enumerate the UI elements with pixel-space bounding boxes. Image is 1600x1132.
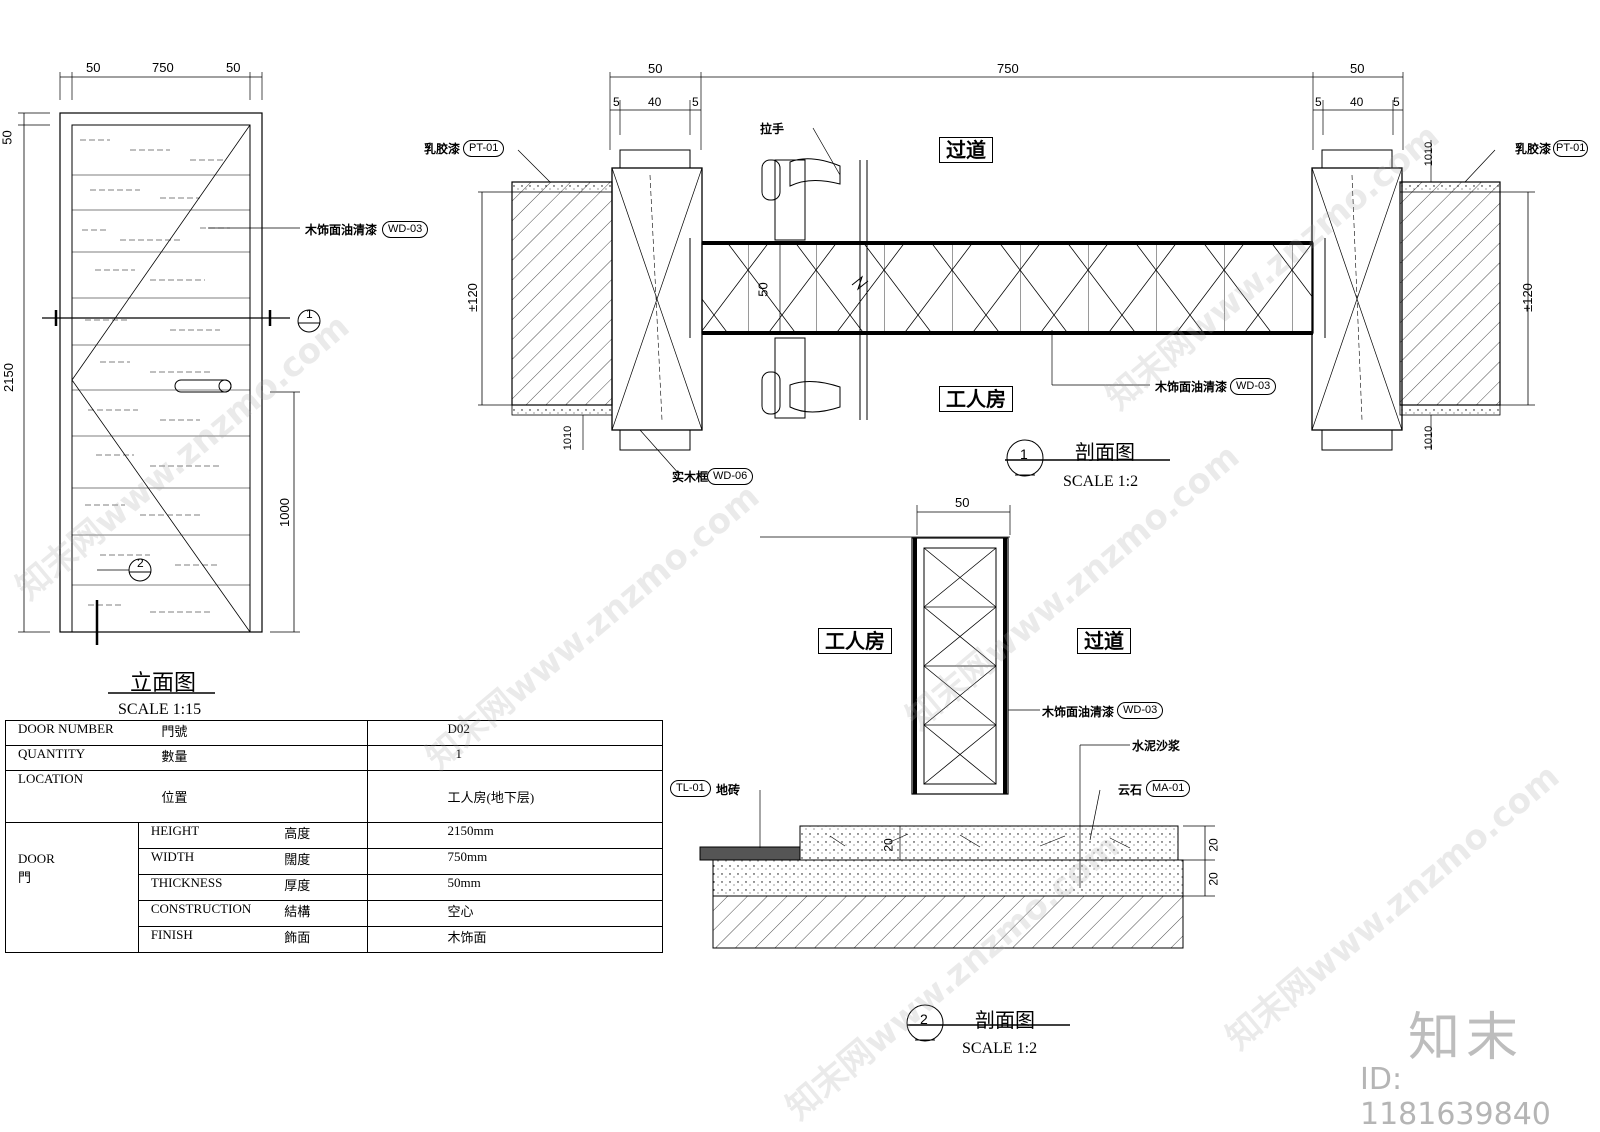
s1-paint-code-left: PT-01	[463, 140, 505, 157]
s1-dim-skin-right-bottom: 1010	[1423, 425, 1436, 451]
spec-location-cn: 位置	[138, 770, 368, 823]
s2-title: 剖面图	[975, 1008, 1035, 1032]
spec-row-cn: 高度	[272, 822, 368, 849]
elev-section-marker-1: 1	[306, 307, 313, 321]
spec-row-val: 2150mm	[366, 822, 664, 849]
s1-finish-code: WD-03	[1230, 378, 1277, 395]
s1-title: 剖面图	[1075, 440, 1135, 464]
spec-location-en: LOCATION	[5, 770, 139, 823]
elev-dim-left: 50	[86, 60, 101, 75]
spec-row-en: CONSTRUCTION	[137, 900, 273, 927]
spec-row-en: FINISH	[137, 926, 273, 953]
spec-quantity-cn: 數量	[138, 745, 368, 771]
s1-dim-sub-left-b: 40	[648, 95, 662, 109]
spec-row-val: 木饰面	[366, 926, 664, 953]
s1-dim-sub-right-a: 5	[1315, 95, 1322, 109]
s2-room-corridor: 过道	[1077, 628, 1131, 654]
elevation-drawing	[18, 72, 321, 694]
s1-paint-label-right: 乳胶漆	[1515, 142, 1552, 156]
spec-door-number-cn: 門號	[138, 720, 368, 746]
s2-dim-20-upper: 20	[1206, 838, 1221, 852]
spec-row-val: 空心	[366, 900, 664, 927]
s1-handle-label: 拉手	[760, 122, 785, 136]
s1-section-marker: 1	[1020, 446, 1028, 462]
s1-dim-sub-left-c: 5	[692, 95, 699, 109]
s2-dim-20-lower: 20	[1206, 872, 1221, 886]
s2-stone-code: MA-01	[1146, 780, 1191, 797]
s2-section-marker: 2	[920, 1011, 928, 1027]
s1-frame-code: WD-06	[707, 468, 754, 485]
spec-quantity-en: QUANTITY	[5, 745, 139, 771]
s2-dim-top: 50	[955, 495, 970, 510]
section1-drawing	[478, 72, 1535, 477]
elev-dim-handle: 1000	[276, 498, 292, 527]
spec-row-cn: 結構	[272, 900, 368, 927]
s2-stone-label: 云石	[1118, 783, 1143, 797]
s1-dim-wall-right: ±120	[1519, 283, 1535, 312]
elev-dim-top-small: 50	[0, 130, 15, 145]
elevation-title: 立面图	[130, 671, 197, 696]
spec-door-number-en: DOOR NUMBER	[5, 720, 139, 746]
s2-mortar-label: 水泥沙浆	[1132, 739, 1181, 753]
elev-dim-height: 2150	[0, 363, 16, 392]
s1-dim-sub-right-c: 5	[1393, 95, 1400, 109]
s1-dim-width: 750	[997, 61, 1019, 76]
elev-section-marker-2: 2	[137, 556, 144, 570]
elev-dim-width: 750	[152, 60, 174, 75]
spec-quantity-val: 1	[366, 745, 664, 771]
elevation-scale: SCALE 1:15	[118, 701, 202, 718]
s1-dim-skin-left: 1010	[562, 425, 575, 451]
door-spec-table: DOOR NUMBER 門號 D02 QUANTITY 數量 1 LOCATIO…	[5, 720, 664, 953]
s1-dim-leaf: 50	[755, 282, 771, 297]
elev-dim-right: 50	[226, 60, 241, 75]
s2-tile-label: 地砖	[716, 783, 741, 797]
section2-drawing	[699, 505, 1215, 1042]
s1-room-workers: 工人房	[939, 386, 1013, 412]
s1-dim-right: 50	[1350, 61, 1365, 76]
s1-paint-code-right: PT-01	[1553, 140, 1589, 157]
s1-dim-sub-right-b: 40	[1350, 95, 1364, 109]
spec-row-cn: 飾面	[272, 926, 368, 953]
spec-row-en: THICKNESS	[137, 874, 273, 901]
s1-frame-label: 实木框	[672, 470, 709, 484]
s1-dim-left: 50	[648, 61, 663, 76]
spec-row-val: 750mm	[366, 848, 664, 875]
s1-dim-wall-left: ±120	[464, 283, 480, 312]
spec-row-en: HEIGHT	[137, 822, 273, 849]
s1-room-corridor: 过道	[939, 137, 993, 163]
spec-row-en: WIDTH	[137, 848, 273, 875]
spec-row-cn: 厚度	[272, 874, 368, 901]
spec-door-number-val: D02	[366, 720, 664, 746]
elev-finish-code: WD-03	[382, 221, 429, 238]
spec-door-cn: 門	[18, 870, 32, 885]
s1-scale: SCALE 1:2	[1063, 473, 1139, 490]
spec-row-cn: 闊度	[272, 848, 368, 875]
s2-scale: SCALE 1:2	[962, 1040, 1038, 1057]
s2-tile-code: TL-01	[670, 780, 711, 797]
s1-paint-label-left: 乳胶漆	[424, 142, 461, 156]
s2-finish-code: WD-03	[1117, 702, 1164, 719]
s1-finish-label: 木饰面油清漆	[1155, 380, 1228, 394]
image-id: ID: 1181639840	[1360, 1062, 1551, 1132]
s2-finish-label: 木饰面油清漆	[1042, 705, 1115, 719]
spec-location-val: 工人房(地下层)	[366, 770, 664, 823]
s1-dim-sub-left-a: 5	[613, 95, 620, 109]
spec-door-en: DOOR	[18, 851, 55, 866]
spec-row-val: 50mm	[366, 874, 664, 901]
s2-room-workers: 工人房	[818, 628, 892, 654]
brand-logo: 知末	[1408, 1008, 1525, 1068]
s2-dim-20-left: 20	[881, 838, 896, 852]
elev-finish-label: 木饰面油清漆	[305, 223, 378, 237]
